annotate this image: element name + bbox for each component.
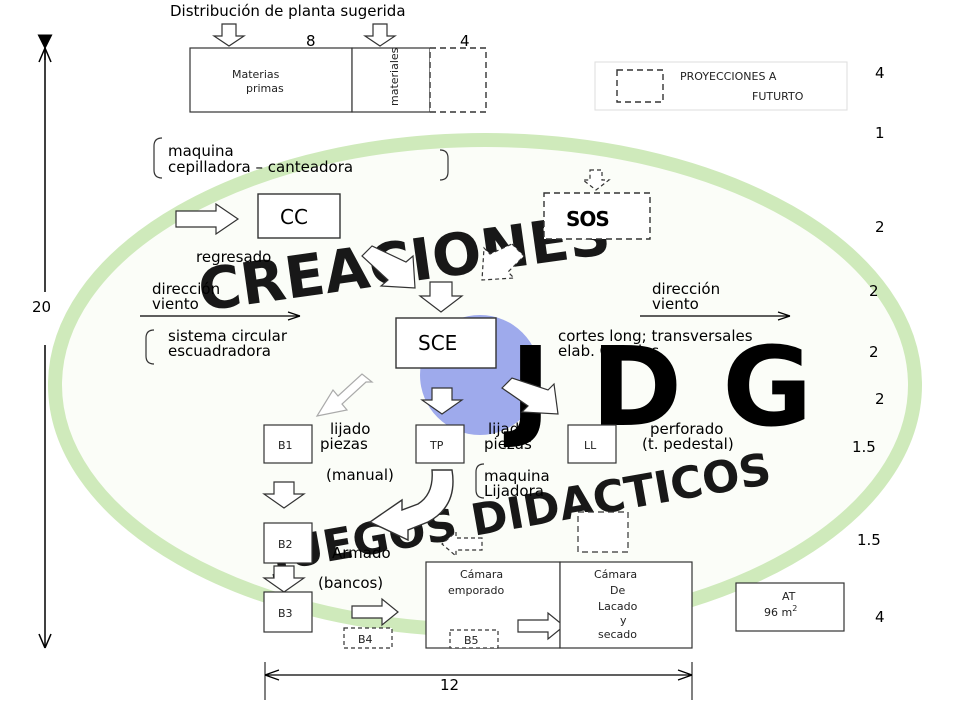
row-dimension: 4: [875, 64, 885, 82]
dimension-height: 20: [32, 298, 51, 316]
sos-area: [543, 192, 651, 240]
b4-label: B4: [358, 633, 373, 646]
b3-label: B3: [278, 607, 293, 620]
row-dimension: 1: [875, 124, 885, 142]
sos-label: SOS: [566, 207, 609, 231]
row-dimension: 1.5: [852, 438, 876, 456]
at-label: AT: [782, 590, 796, 603]
bracket-icon: [145, 329, 155, 365]
camara-lacado-label-5: secado: [598, 628, 637, 641]
lijado-label-2a: lijado: [488, 420, 528, 438]
arrow-down-icon: [418, 281, 464, 313]
cortes-label-1: cortes long; transversales: [558, 327, 753, 345]
armado-label: Armado: [332, 544, 391, 562]
tp-area: [415, 424, 465, 464]
tp-label: TP: [429, 439, 444, 452]
lijadora-label-1: maquina: [484, 467, 550, 485]
at-area: [735, 582, 845, 632]
row-dimension: 2: [869, 343, 879, 361]
row-dimension: 1.5: [857, 531, 881, 549]
camara-lacado-label-2: De: [610, 584, 625, 597]
lijado-label-2b: piezas: [484, 435, 532, 453]
row-dimension: 4: [875, 608, 885, 626]
row-dimension: 2: [875, 390, 885, 408]
arrow-right-icon: [175, 202, 240, 236]
arrow-down-left-dashed-icon: [481, 243, 525, 281]
arrow-down-icon: [262, 481, 306, 509]
arrow-right-icon: [517, 611, 565, 641]
sistema-label-1: sistema circular: [168, 327, 288, 345]
future-projection-area: [577, 511, 629, 553]
arrow-down-icon: [262, 565, 306, 593]
b2-area: [263, 522, 313, 564]
b2-label: B2: [278, 538, 293, 551]
regresado-label: regresado: [196, 248, 271, 266]
arrow-down-right-icon: [501, 377, 559, 415]
viento-label-left: viento: [152, 295, 199, 313]
materiales-label: materiales: [388, 47, 401, 106]
sistema-label-2: escuadradora: [168, 342, 271, 360]
b5-label: B5: [464, 634, 479, 647]
arrow-down-right-icon: [361, 245, 416, 289]
row-dimension: 2: [869, 282, 879, 300]
maquina-label-2: cepilladora – canteadora: [168, 158, 353, 176]
materias-primas-label-1: Materias: [232, 68, 280, 81]
lijado-label-1b: piezas: [320, 435, 368, 453]
perforado-label-1: perforado: [650, 420, 723, 438]
arrow-down-icon: [420, 387, 464, 415]
arrow-down-dashed-icon: [581, 169, 611, 191]
bracket-icon: [153, 137, 163, 179]
camara-lacado-label-1: Cámara: [594, 568, 637, 581]
lijado-label-1a: lijado: [330, 420, 370, 438]
manual-label: (manual): [326, 466, 394, 484]
dimension-width: 12: [440, 676, 459, 694]
camara-emporado-label-1: Cámara: [460, 568, 503, 581]
curved-arrow-icon: [368, 469, 454, 542]
maquina-label-1: maquina: [168, 142, 234, 160]
cortes-label-2: elab. Canales: [558, 342, 659, 360]
materias-primas-label-2: primas: [246, 82, 284, 95]
legend-text-1: PROYECCIONES A: [680, 70, 777, 83]
direccion-label-left: dirección: [152, 280, 220, 298]
dimension-top-8: 8: [306, 32, 316, 50]
ll-area: [567, 424, 617, 464]
b3-area: [263, 591, 313, 633]
at-area-value: 96 m2: [764, 604, 797, 619]
arrow-right-icon: [351, 597, 399, 627]
arrow-down-icon: [212, 23, 246, 47]
row-dimension: 2: [875, 218, 885, 236]
camara-emporado-label-2: emporado: [448, 584, 504, 597]
future-projection-area: [429, 47, 487, 113]
diagram-title: Distribución de planta sugerida: [170, 2, 406, 20]
b4-area: [343, 627, 393, 649]
viento-label-right: viento: [652, 295, 699, 313]
perforado-label-2: (t. pedestal): [642, 435, 734, 453]
b5-area: [449, 629, 499, 649]
camara-lacado-area: [559, 561, 693, 649]
ll-label: LL: [584, 439, 597, 452]
b1-area: [263, 424, 313, 464]
lijadora-label-2: Lijadora: [484, 482, 544, 500]
cc-area: [257, 193, 341, 239]
bancos-label: (bancos): [318, 574, 383, 592]
camara-lacado-label-4: y: [620, 614, 627, 627]
sce-area: [395, 317, 497, 369]
legend-dashed-icon: [616, 69, 664, 103]
legend-text-2: FUTURTO: [752, 90, 804, 103]
camara-lacado-label-3: Lacado: [598, 600, 638, 613]
cc-label: CC: [280, 205, 308, 229]
arrow-down-left-faded-icon: [315, 373, 374, 417]
arrow-down-icon: [363, 23, 397, 47]
sce-label: SCE: [418, 331, 457, 355]
arrow-left-dashed-icon: [441, 530, 483, 558]
dimension-top-4: 4: [460, 32, 470, 50]
b1-label: B1: [278, 439, 293, 452]
bracket-icon: [475, 463, 485, 499]
direccion-label-right: dirección: [652, 280, 720, 298]
